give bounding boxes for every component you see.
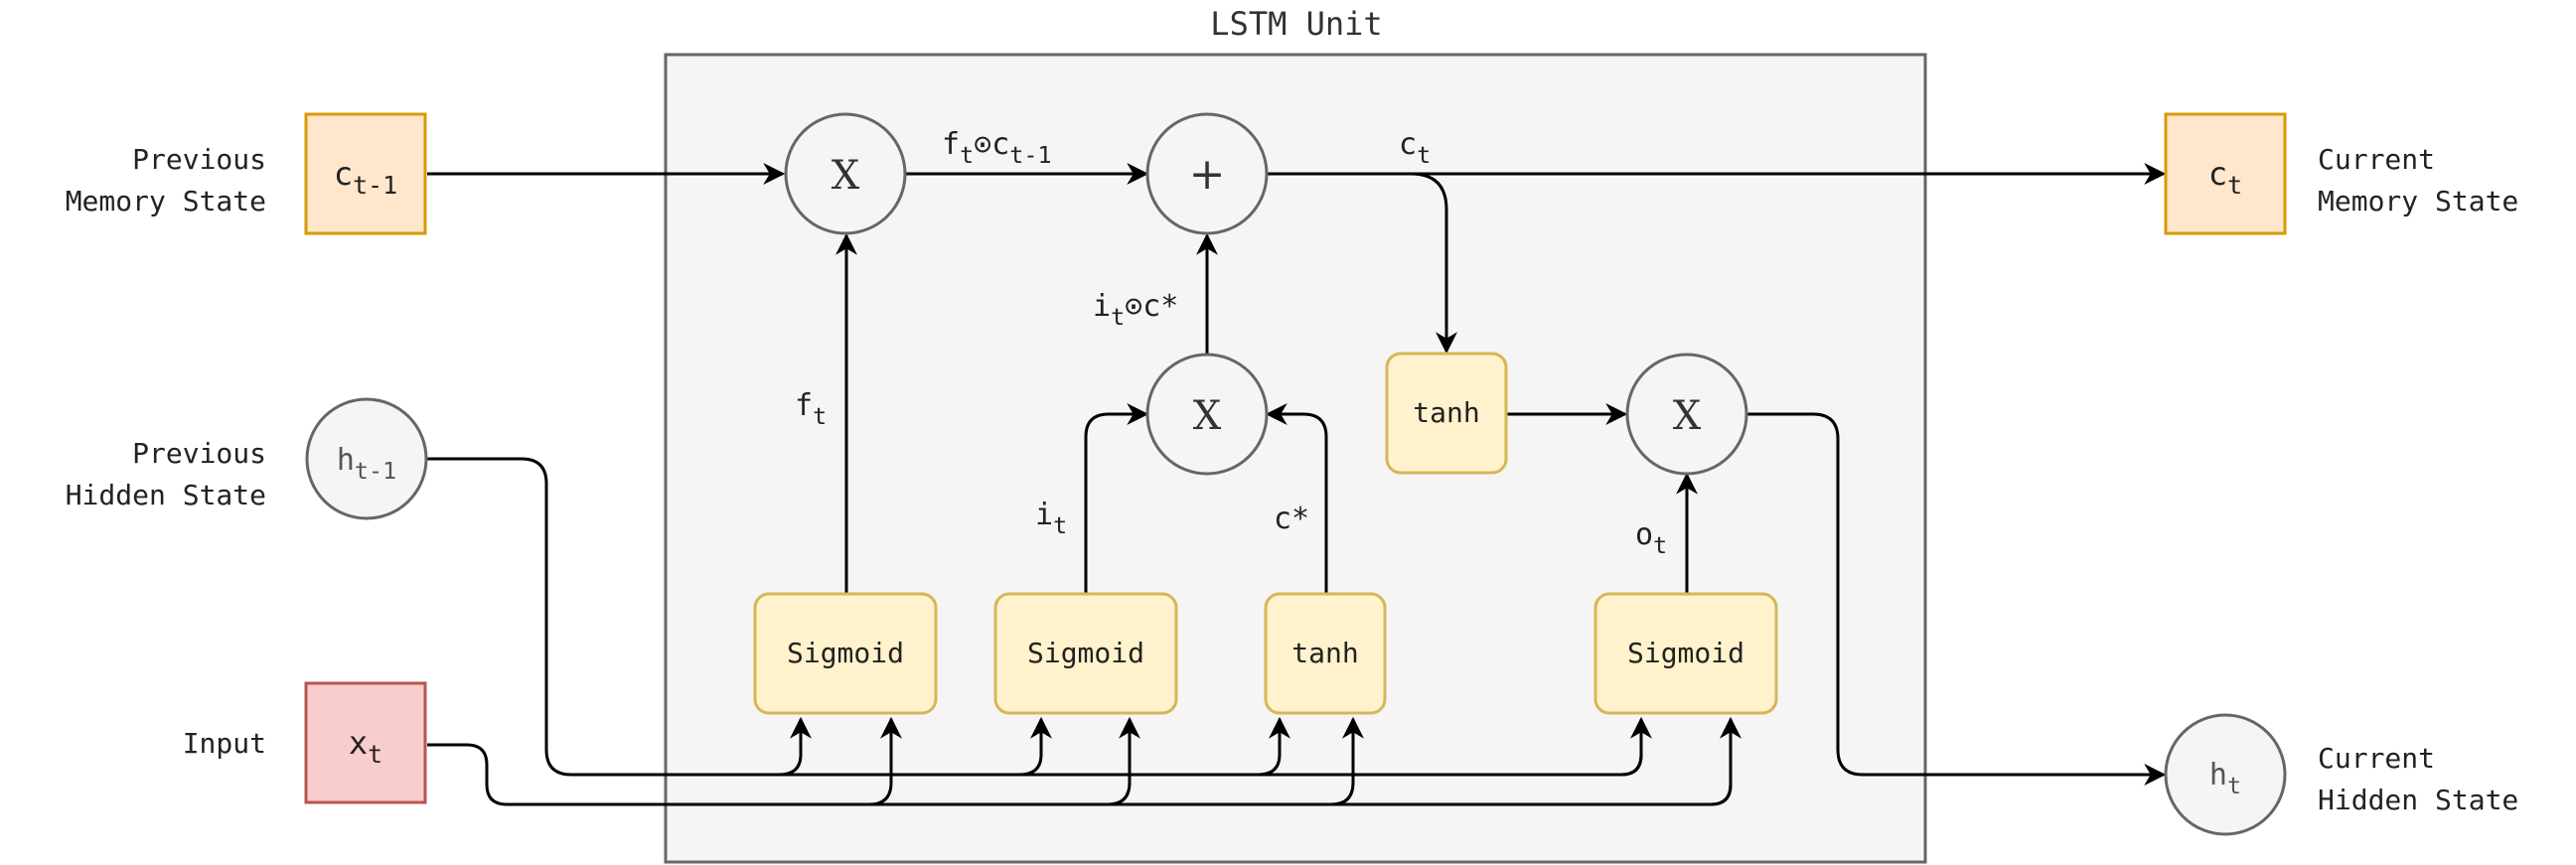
op-forget-multiply (784, 112, 907, 235)
edge-label-ct: ct (1399, 127, 1431, 169)
op-add-symbol: + (1189, 149, 1226, 200)
op-add (1145, 112, 1269, 235)
node-c-t-sub: t (2227, 171, 2242, 200)
node-x-t-base: x (349, 724, 368, 762)
node-c-prev (304, 112, 427, 235)
node-c-prev-sub: t-1 (353, 171, 397, 200)
gate-output-sigmoid (1593, 592, 1778, 715)
node-h-prev-sub: t-1 (355, 457, 396, 485)
edge-label-ot: ot (1635, 517, 1667, 559)
node-h-t (2164, 713, 2287, 836)
label-prev-hidden-line1: Previous (132, 437, 266, 470)
node-c-t-base: c (2208, 155, 2227, 193)
edge-label-ft-c: ft⊙ct-1 (942, 127, 1052, 169)
label-cur-hidden-line1: Current (2318, 742, 2435, 775)
wires (427, 163, 2167, 806)
gate-input-label: Sigmoid (1027, 637, 1144, 669)
gate-input-sigmoid (993, 592, 1178, 715)
gate-candidate-tanh (1264, 592, 1387, 715)
svg-text:ct: ct (2208, 155, 2242, 200)
wire-add-to-tanh (1410, 172, 1457, 355)
svg-text:ct-1: ct-1 (334, 155, 397, 200)
op-output-multiply (1625, 353, 1748, 476)
wire-candidate-up (1265, 403, 1328, 594)
node-x-t-sub: t (368, 740, 382, 769)
gate-output-label: Sigmoid (1627, 637, 1744, 669)
node-c-t (2164, 112, 2287, 235)
gate-cell-tanh-label: tanh (1413, 396, 1479, 429)
wire-input-gate-up (1084, 403, 1149, 594)
svg-text:ht-1: ht-1 (337, 443, 396, 485)
edge-label-cstar: c* (1274, 502, 1309, 536)
wire-mul-to-ht (1747, 412, 2167, 786)
op-input-multiply (1145, 353, 1269, 476)
op-forget-multiply-symbol: X (832, 153, 860, 199)
node-h-t-base: h (2209, 758, 2227, 793)
edge-label-it-c: it⊙c* (1093, 289, 1178, 331)
node-x-t (304, 681, 427, 804)
label-prev-hidden-line2: Hidden State (66, 479, 266, 511)
label-cur-memory-line1: Current (2318, 143, 2435, 176)
gate-candidate-label: tanh (1291, 637, 1358, 669)
gate-cell-tanh (1385, 352, 1508, 475)
svg-text:xt: xt (349, 724, 382, 769)
gate-forget-label: Sigmoid (787, 637, 904, 669)
svg-text:ht: ht (2209, 758, 2241, 799)
node-h-prev (305, 397, 428, 520)
gate-forget-sigmoid (753, 592, 938, 715)
label-cur-memory-line2: Memory State (2318, 185, 2518, 217)
label-prev-memory-line2: Memory State (66, 185, 266, 217)
edge-label-it: it (1035, 498, 1067, 539)
edge-label-ft: ft (795, 388, 827, 430)
node-h-prev-base: h (337, 443, 355, 478)
op-input-multiply-symbol: X (1193, 393, 1222, 439)
label-input: Input (183, 727, 266, 760)
diagram-title: LSTM Unit (1210, 5, 1382, 43)
label-cur-hidden-line2: Hidden State (2318, 784, 2518, 816)
node-h-t-sub: t (2227, 772, 2241, 799)
op-output-multiply-symbol: X (1673, 393, 1702, 439)
node-c-prev-base: c (334, 155, 353, 193)
label-prev-memory-line1: Previous (132, 143, 266, 176)
